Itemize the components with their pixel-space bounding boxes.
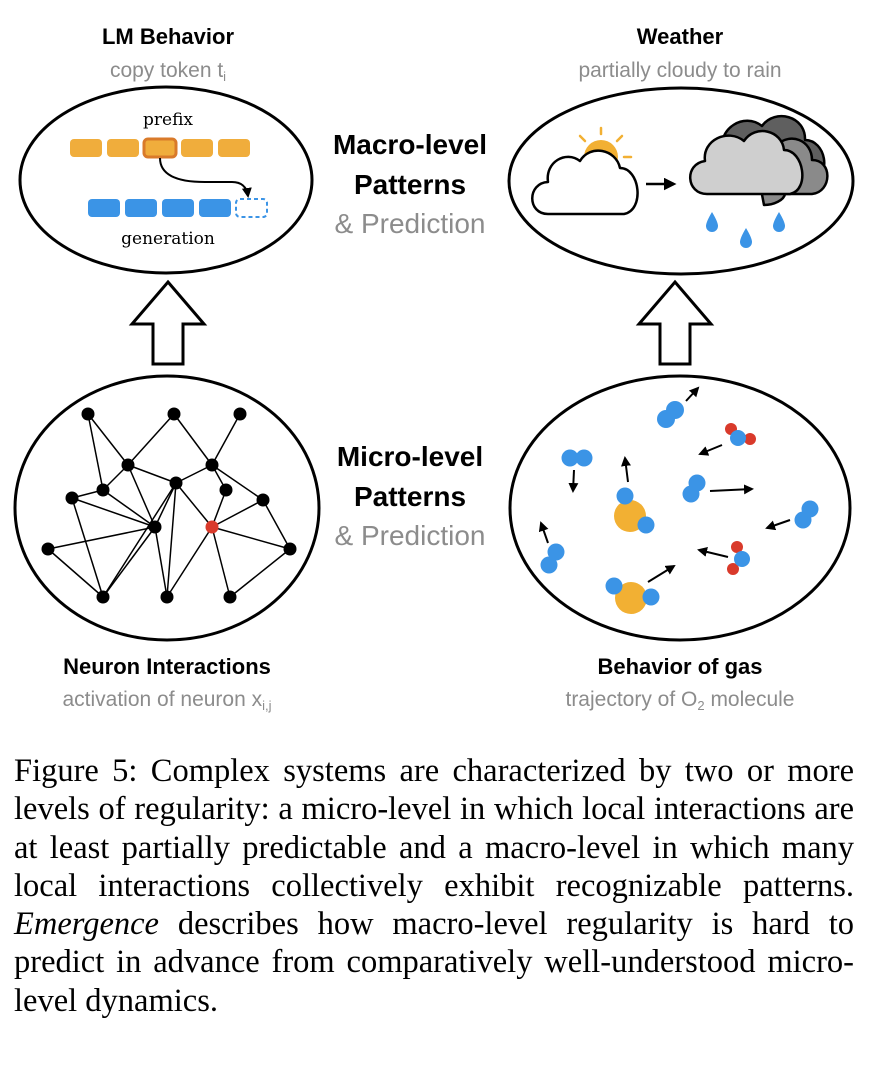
micro-level-line3: & Prediction [335, 520, 486, 551]
generation-token-placeholder [235, 198, 268, 218]
emergence-figure: LM Behavior copy token ti prefix generat… [13, 24, 855, 713]
copy-arrow [159, 157, 252, 198]
neuron-node [81, 407, 95, 421]
lm-behavior-ellipse [18, 85, 314, 275]
prefix-token [218, 139, 250, 157]
neuron-node [121, 458, 135, 472]
molecule [725, 423, 756, 446]
micro-level-line1: Micro-level [337, 441, 483, 472]
partly-cloudy-icon [531, 149, 639, 216]
micro-level-label: Micro-level Patterns & Prediction [335, 441, 486, 551]
lm-behavior-subtitle: copy token ti [110, 59, 226, 84]
molecule [614, 487, 655, 534]
macro-level-line2: Patterns [354, 169, 466, 200]
prefix-token [181, 139, 213, 157]
neuron-node [96, 483, 110, 497]
generation-tokens [88, 198, 268, 218]
neuron-node [160, 590, 174, 604]
caption-label: Figure 5: [14, 753, 138, 789]
right-up-arrow-icon [635, 279, 715, 366]
o2-molecule [794, 500, 819, 529]
neuron-node [167, 407, 181, 421]
macro-level-line3: & Prediction [335, 208, 486, 239]
neuron-node-active [205, 520, 219, 534]
neuron-nodes [41, 407, 297, 604]
raindrop-icon [740, 228, 752, 248]
lm-behavior-panel: LM Behavior copy token ti prefix generat… [18, 24, 314, 275]
trajectory-arrows [538, 386, 791, 583]
neuron-node [233, 407, 247, 421]
generation-token [125, 199, 157, 217]
neuron-panel: Neuron Interactions activation of neuron… [13, 374, 321, 713]
neuron-node [169, 476, 183, 490]
raindrop-icon [773, 212, 785, 232]
neuron-node [96, 590, 110, 604]
neuron-node [148, 520, 162, 534]
weather-title: Weather [637, 24, 724, 49]
weather-panel: Weather partially cloudy to rain [507, 24, 855, 276]
generation-token [88, 199, 120, 217]
o2-molecule [657, 401, 684, 428]
micro-level-line2: Patterns [354, 481, 466, 512]
generation-token [199, 199, 231, 217]
neuron-node [223, 590, 237, 604]
gas-panel: Behavior of gas trajectory of O2 molecul… [508, 374, 852, 713]
gas-title: Behavior of gas [597, 654, 762, 679]
prefix-token [70, 139, 102, 157]
prefix-token [107, 139, 139, 157]
neuron-node [256, 493, 270, 507]
gas-molecules [540, 401, 819, 614]
o2-molecule [682, 474, 706, 503]
prefix-label: prefix [143, 110, 193, 130]
o2-molecule [561, 449, 593, 467]
neuron-subtitle: activation of neuron xi,j [62, 688, 271, 713]
figure-caption: Figure 5: Complex systems are characteri… [14, 752, 854, 1020]
prefix-token-highlighted [142, 137, 178, 159]
caption-text-before: Complex systems are characterized by two… [14, 753, 854, 904]
generation-token [162, 199, 194, 217]
raindrops [706, 212, 785, 248]
left-up-arrow-icon [128, 279, 208, 366]
molecule [727, 541, 750, 575]
neuron-node [205, 458, 219, 472]
rain-cloud-icon [689, 115, 829, 207]
neuron-node [219, 483, 233, 497]
lm-behavior-title: LM Behavior [102, 24, 234, 49]
o2-molecule [540, 543, 565, 574]
molecule [605, 577, 660, 614]
weather-subtitle: partially cloudy to rain [578, 59, 781, 82]
generation-label: generation [121, 229, 215, 249]
neuron-ellipse [13, 374, 321, 642]
neuron-node [41, 542, 55, 556]
prefix-tokens [70, 137, 250, 159]
neuron-node [283, 542, 297, 556]
raindrop-icon [706, 212, 718, 232]
caption-text-after: describes how macro-level regularity is … [14, 906, 854, 1019]
neuron-node [65, 491, 79, 505]
macro-level-line1: Macro-level [333, 129, 487, 160]
neuron-title: Neuron Interactions [63, 654, 271, 679]
macro-level-label: Macro-level Patterns & Prediction [333, 129, 487, 239]
gas-subtitle: trajectory of O2 molecule [565, 688, 794, 713]
caption-emphasis: Emergence [14, 906, 159, 943]
gas-ellipse [508, 374, 852, 642]
